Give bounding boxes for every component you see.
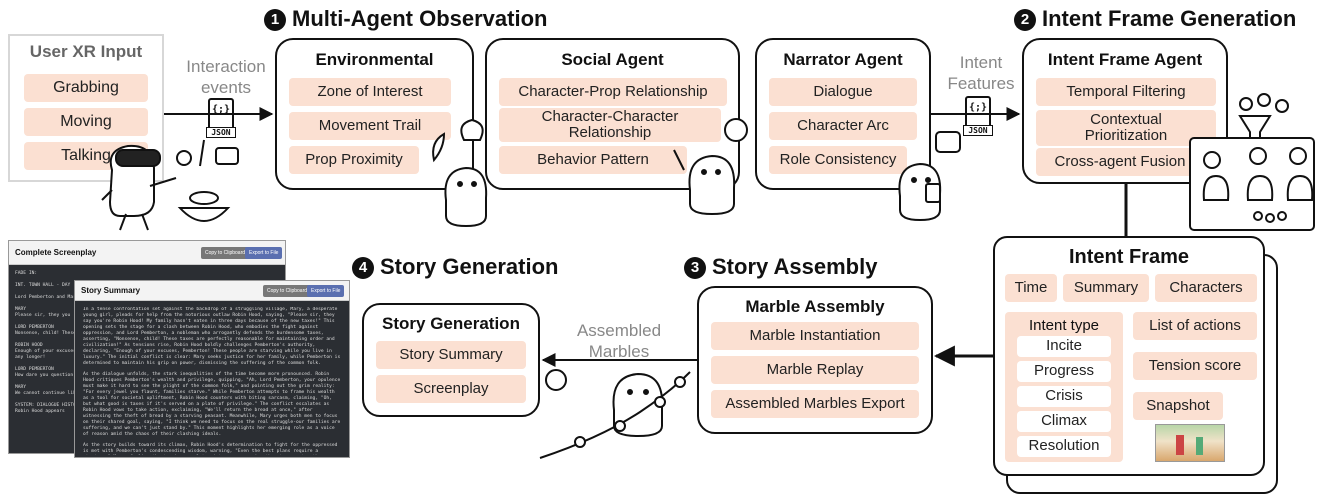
intent-frame-agent-title: Intent Frame Agent xyxy=(1047,50,1203,69)
intent-incite: Incite xyxy=(1017,336,1111,357)
environmental-agent-box: Environmental Zone of Interest Movement … xyxy=(275,38,474,190)
snapshot-figure xyxy=(1196,437,1203,455)
summary-text: In a tense confrontation set against the… xyxy=(83,307,341,455)
narrator-dialogue: Dialogue xyxy=(769,78,917,106)
input-moving: Moving xyxy=(24,108,148,136)
export-file-button[interactable]: Export to File xyxy=(245,247,283,259)
social-character-prop: Character-Prop Relationship xyxy=(499,78,727,106)
section-title-intent-frame-generation: 2 Intent Frame Generation xyxy=(1014,6,1296,32)
screenplay-text: FADE IN: INT. TOWN HALL - DAY Lord Pembe… xyxy=(15,271,82,414)
json-file-icon: {;} JSON xyxy=(963,96,993,136)
user-xr-input-title: User XR Input xyxy=(29,42,143,61)
contextual-prioritization: Contextual Prioritization xyxy=(1036,110,1216,146)
input-grabbing: Grabbing xyxy=(24,74,148,102)
marble-assembly-title: Marble Assembly xyxy=(745,297,885,316)
marble-assembly-box: Marble Assembly Marble Instantiation Mar… xyxy=(697,286,933,434)
temporal-filtering: Temporal Filtering xyxy=(1036,78,1216,106)
intent-frame-agent-box: Intent Frame Agent Temporal Filtering Co… xyxy=(1022,38,1228,184)
frame-time: Time xyxy=(1005,274,1057,302)
frame-tension-score: Tension score xyxy=(1133,352,1257,380)
section-title-text: Intent Frame Generation xyxy=(1042,6,1297,31)
section-title-text: Story Generation xyxy=(380,254,559,279)
step-number-4: 4 xyxy=(352,257,374,279)
json-brace: {;} xyxy=(968,102,988,113)
marble-mascot-figure xyxy=(539,369,691,459)
narrator-agent-box: Narrator Agent Dialogue Character Arc Ro… xyxy=(755,38,931,190)
bowl-figure xyxy=(177,191,231,222)
step-number-2: 2 xyxy=(1014,9,1036,31)
story-summary-item: Story Summary xyxy=(376,341,526,369)
intent-climax: Climax xyxy=(1017,411,1111,432)
frame-snapshot: Snapshot xyxy=(1133,392,1223,420)
env-zone-of-interest: Zone of Interest xyxy=(289,78,451,106)
screenplay-item: Screenplay xyxy=(376,375,526,403)
social-agent-title: Social Agent xyxy=(561,50,664,69)
marble-replay: Marble Replay xyxy=(711,356,919,384)
snapshot-figure xyxy=(1176,435,1184,455)
interaction-events-label: Interaction events xyxy=(186,57,266,98)
step-number-3: 3 xyxy=(684,257,706,279)
copy-clipboard-button[interactable]: Copy to Clipboard xyxy=(263,285,312,297)
section-title-text: Story Assembly xyxy=(712,254,878,279)
frame-characters: Characters xyxy=(1155,274,1257,302)
intent-resolution: Resolution xyxy=(1017,436,1111,457)
summary-paragraph: In a tense confrontation set against the… xyxy=(83,307,341,366)
section-title-multi-agent-observation: 1 Multi-Agent Observation xyxy=(264,6,547,32)
environmental-title: Environmental xyxy=(315,50,434,69)
story-generation-title: Story Generation xyxy=(382,314,520,333)
narrator-agent-title: Narrator Agent xyxy=(783,50,903,69)
export-file-button[interactable]: Export to File xyxy=(307,285,345,297)
json-label: JSON xyxy=(963,125,993,136)
intent-frame-card: Intent Frame Time Summary Characters Int… xyxy=(993,236,1265,476)
env-movement-trail: Movement Trail xyxy=(289,112,451,140)
summary-paragraph: As the story builds toward its climax, R… xyxy=(83,443,338,454)
cross-agent-fusion: Cross-agent Fusion xyxy=(1036,148,1204,176)
intent-type-group: Intent type Incite Progress Crisis Clima… xyxy=(1005,312,1123,462)
json-brace: {;} xyxy=(211,104,231,115)
input-talking: Talking xyxy=(24,142,148,170)
props-potion-sword-chest xyxy=(176,139,239,167)
frame-summary: Summary xyxy=(1063,274,1149,302)
json-label: JSON xyxy=(206,127,236,138)
summary-paragraph: As the dialogue unfolds, the stark inequ… xyxy=(83,372,341,437)
marble-instantiation: Marble Instantiation xyxy=(711,322,919,350)
user-xr-input-panel: User XR Input Grabbing Moving Talking xyxy=(8,34,164,182)
snapshot-thumbnail xyxy=(1155,424,1225,462)
step-number-1: 1 xyxy=(264,9,286,31)
narrator-role-consistency: Role Consistency xyxy=(769,146,907,174)
json-file-icon: {;} JSON xyxy=(206,98,236,138)
social-character-character: Character-Character Relationship xyxy=(499,108,721,142)
frame-list-of-actions: List of actions xyxy=(1133,312,1257,340)
social-agent-box: Social Agent Character-Prop Relationship… xyxy=(485,38,740,190)
assembled-marbles-label: Assembled Marbles xyxy=(576,321,662,362)
story-generation-box: Story Generation Story Summary Screenpla… xyxy=(362,303,540,417)
intent-features-label: Intent Features xyxy=(947,53,1015,94)
section-title-story-generation: 4 Story Generation xyxy=(352,254,558,280)
section-title-story-assembly: 3 Story Assembly xyxy=(684,254,877,280)
assembled-marbles-export: Assembled Marbles Export xyxy=(711,390,919,418)
section-title-text: Multi-Agent Observation xyxy=(292,6,548,31)
intent-frame-title: Intent Frame xyxy=(1068,246,1190,268)
copy-clipboard-button[interactable]: Copy to Clipboard xyxy=(201,247,250,259)
story-summary-window: Story Summary Copy to Clipboard Export t… xyxy=(74,280,350,458)
intent-crisis: Crisis xyxy=(1017,386,1111,407)
env-prop-proximity: Prop Proximity xyxy=(289,146,419,174)
intent-progress: Progress xyxy=(1017,361,1111,382)
social-behavior-pattern: Behavior Pattern xyxy=(499,146,687,174)
intent-type-title: Intent type xyxy=(1028,317,1100,334)
narrator-character-arc: Character Arc xyxy=(769,112,917,140)
